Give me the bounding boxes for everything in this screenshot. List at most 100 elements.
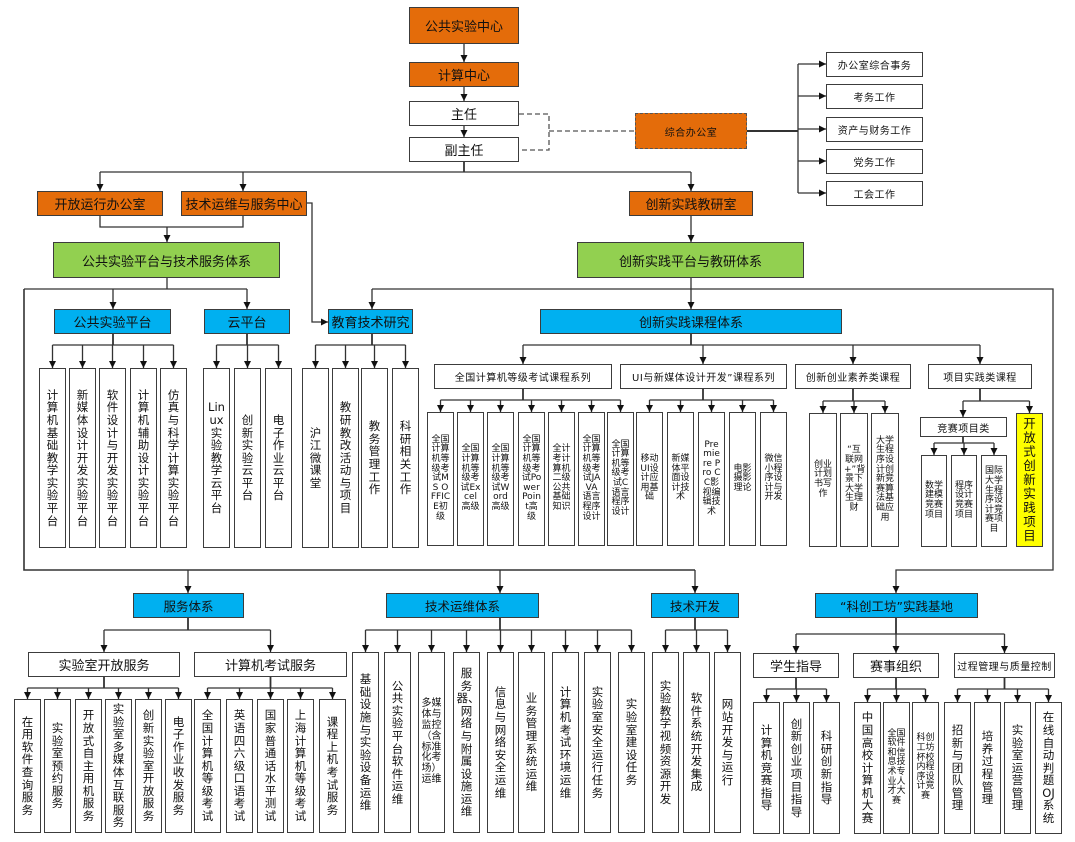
exam-course-item: 全国计算机等级考试Excel高级 bbox=[457, 412, 484, 546]
arrowhead bbox=[558, 405, 565, 412]
arrowhead bbox=[792, 646, 800, 653]
exam-service-item: 英语四六级口语考试 bbox=[226, 699, 253, 833]
arrowhead bbox=[402, 361, 409, 368]
arrowhead bbox=[170, 361, 177, 368]
ui-media-course-item-label: 微信小程序设计与开发 bbox=[764, 454, 783, 503]
entrepreneurship-course-item: 大学生程序设计创新竞赛算法基础应用 bbox=[871, 413, 899, 547]
tech-ops-system-box-label: 技术运维体系 bbox=[424, 599, 500, 614]
arrowhead bbox=[460, 130, 468, 137]
process-management-item: 实验室运营管理 bbox=[1004, 702, 1031, 834]
arrowhead bbox=[724, 645, 731, 652]
arrowhead bbox=[864, 695, 871, 702]
arrowhead bbox=[770, 405, 777, 412]
lab-open-service-item: 创新实验室开放服务 bbox=[135, 699, 162, 833]
tech-ops-item-label: 业务管理系统运维 bbox=[525, 691, 538, 794]
cloud-platform-item-label: 创新实验云平台 bbox=[241, 412, 254, 503]
edu-tech-research-item: 科研相关工作 bbox=[392, 368, 419, 548]
exam-course-item-label: 全计考计算机二级公共基础知识 bbox=[552, 444, 571, 512]
arrowhead bbox=[321, 318, 328, 326]
innovation-office-box-label: 创新实践教研室 bbox=[645, 198, 737, 213]
lab-open-service-item: 在用软件查询服务 bbox=[14, 699, 41, 833]
student-guidance-item-label: 创新创业项目指导 bbox=[790, 716, 803, 819]
arrowhead bbox=[892, 646, 900, 653]
exam-course-item: 全国计算机等级考试JAVA语言程序设计 bbox=[578, 412, 605, 546]
arrowhead bbox=[677, 405, 684, 412]
tech-ops-item: 实验室安全运行任务 bbox=[584, 652, 611, 833]
exam-course-item: 全国计算机等级考试Word高级 bbox=[487, 412, 514, 546]
arrowhead bbox=[922, 695, 929, 702]
tech-ops-service-center-box-label: 技术运维与服务中心 bbox=[185, 198, 303, 213]
arrowhead bbox=[329, 692, 336, 699]
deputy-director-box: 副主任 bbox=[409, 137, 519, 162]
tech-ops-item-label: 实验室建设任务 bbox=[625, 697, 638, 787]
arrowhead bbox=[1045, 695, 1052, 702]
arrowhead bbox=[628, 645, 635, 652]
cloud-platform-item-label: Linux实验教学云平台 bbox=[208, 400, 225, 516]
tech-dev-item: 软件系统开发集成 bbox=[683, 652, 710, 833]
competition-project-item-label: 数学建模竞赛项目 bbox=[924, 480, 943, 520]
arrowhead bbox=[976, 357, 984, 364]
arrowhead bbox=[109, 302, 117, 309]
arrowhead bbox=[588, 405, 595, 412]
exam-course-item: 全国计算机等级考试PowerPoint高级 bbox=[518, 412, 545, 546]
competition-project-item: 国际大学生程序设计竞赛项目 bbox=[981, 455, 1007, 547]
arrowhead bbox=[109, 361, 116, 368]
tech-ops-item: 基础设施与实验设备运维 bbox=[352, 652, 379, 833]
arrowhead bbox=[244, 361, 251, 368]
general-office-box-label: 综合办公室 bbox=[664, 127, 718, 139]
student-guidance-item: 计算机竞赛指导 bbox=[753, 702, 780, 834]
entrepreneurship-course-item: 创业计划书写作 bbox=[809, 413, 837, 547]
student-guidance-item: 创新创业项目指导 bbox=[783, 702, 810, 834]
base-group-box-label: 学生指导 bbox=[769, 660, 822, 675]
base-group-box: 过程管理与质量控制 bbox=[954, 653, 1055, 678]
arrowhead bbox=[460, 55, 468, 62]
arrowhead bbox=[460, 94, 468, 101]
entrepreneurship-course-item: “互联网+”背景下大学生理财 bbox=[840, 413, 868, 547]
office-duty-box-label: 党务工作 bbox=[853, 158, 896, 169]
tech-ops-item: 公共实验平台软件运维 bbox=[384, 652, 411, 833]
lab-open-service-item-label: 实验室预约服务 bbox=[51, 720, 64, 811]
arrowhead bbox=[24, 692, 31, 699]
deputy-director-box-label: 副主任 bbox=[444, 144, 484, 159]
arrowhead bbox=[528, 645, 535, 652]
base-group-box: 学生指导 bbox=[753, 653, 839, 678]
arrowhead bbox=[54, 692, 61, 699]
course-series-box: 全国计算机等级考试课程系列 bbox=[434, 364, 612, 389]
edu-tech-research-item: 教务管理工作 bbox=[361, 368, 388, 548]
arrowhead bbox=[236, 692, 243, 699]
arrowhead bbox=[497, 645, 504, 652]
exam-service-item-label: 全国计算机等级考试 bbox=[201, 708, 214, 824]
tech-ops-item-label: 公共实验平台软件运维 bbox=[391, 678, 404, 806]
curriculum-box-label: 创新实践课程体系 bbox=[638, 316, 743, 331]
open-innovation-project-box-label: 开放式创新实践项目 bbox=[1023, 416, 1036, 543]
ui-media-course-item-label: 移动UI设计应用基础 bbox=[640, 454, 659, 503]
competition-org-item-label: 全国软件和信息技术专业人才大赛 bbox=[887, 728, 906, 806]
arrowhead bbox=[371, 361, 378, 368]
arrowhead bbox=[892, 586, 900, 593]
tech-dev-item: 网站开发与运行 bbox=[714, 652, 741, 833]
tech-ops-item-label: 实验室安全运行任务 bbox=[591, 684, 604, 800]
exam-service-item: 全国计算机等级考试 bbox=[194, 699, 221, 833]
cloud-platform-box: 云平台 bbox=[204, 309, 290, 334]
ui-media-course-item: 电影摄影理论 bbox=[729, 412, 756, 546]
tech-ops-item-label: 基础设施与实验设备运维 bbox=[359, 672, 372, 813]
competition-project-item-label: 程序设计竞赛项目 bbox=[954, 480, 973, 520]
competition-project-item-label: 国际大学生程序设计竞赛项目 bbox=[984, 466, 1003, 534]
public-lab-platform-item: 软件设计与开发实验平台 bbox=[99, 368, 126, 548]
exam-course-item-label: 全国计算机等级考试Word高级 bbox=[491, 444, 510, 512]
ui-media-course-item-label: 新媒体平面设计技术 bbox=[671, 454, 690, 503]
ui-media-course-item: Premiere Pro CC影视编辑技术 bbox=[698, 412, 725, 546]
arrowhead bbox=[930, 448, 938, 455]
base-group-box-label: 过程管理与质量控制 bbox=[957, 662, 1052, 673]
arrowhead bbox=[849, 357, 857, 364]
tech-ops-item-label: 服务器、网络与附属设施运维 bbox=[456, 665, 480, 819]
edu-tech-research-item: 沪江微课堂 bbox=[302, 368, 329, 548]
arrowhead bbox=[819, 189, 826, 197]
tech-dev-item-label: 实验教学视频资源开发 bbox=[659, 678, 672, 806]
lab-open-service-item: 实验室预约服务 bbox=[44, 699, 71, 833]
competition-project-box-label: 竞赛项目类 bbox=[937, 423, 990, 435]
entrepreneurship-course-item-label: 创业计划书写作 bbox=[813, 459, 832, 499]
arrowhead bbox=[819, 60, 826, 68]
arrowhead bbox=[687, 302, 695, 309]
cloud-platform-box-label: 云平台 bbox=[227, 316, 267, 331]
